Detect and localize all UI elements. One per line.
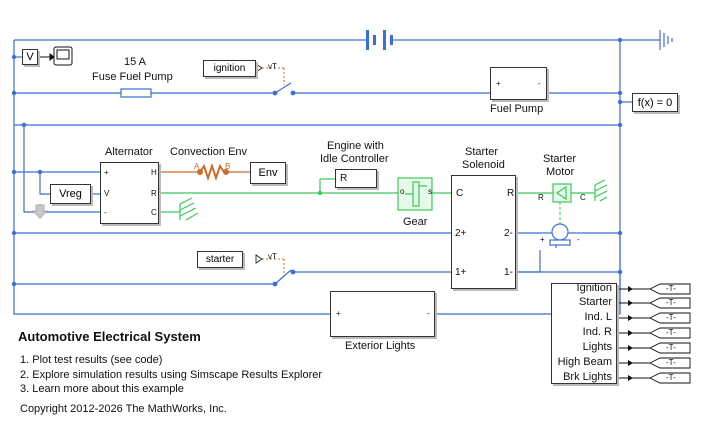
goto-tag-label: -T- (666, 343, 676, 352)
exterior-lights-block[interactable]: + - (330, 291, 435, 337)
conv-port-a: A (194, 162, 200, 171)
mech-reference-icon (179, 197, 199, 221)
alt-port-h: H (151, 168, 157, 177)
sol-port-1m: 1- (504, 267, 513, 278)
sol-port-c: C (456, 188, 464, 199)
note-2[interactable]: 2. Explore simulation results using Sims… (20, 369, 323, 381)
lights-minus: - (427, 309, 430, 318)
engine-port-r: R (340, 173, 348, 184)
signal-item: High Beam (557, 356, 612, 368)
voltmeter-block[interactable]: V (22, 49, 38, 65)
starter-motor-icon (540, 183, 580, 246)
fuse-name-label: Fuse Fuel Pump (92, 71, 173, 83)
fuel-pump-label: Fuel Pump (490, 103, 544, 115)
ignition-signal (262, 67, 285, 85)
wire-lights-left (13, 284, 330, 315)
fuel-pump-plus: + (496, 79, 501, 88)
copyright: Copyright 2012-2026 The MathWorks, Inc. (20, 403, 227, 415)
signal-item: Brk Lights (563, 371, 612, 383)
fuel-pump-block[interactable]: + - (490, 67, 547, 100)
alternator-label: Alternator (105, 146, 153, 158)
goto-tag-label: -T- (666, 284, 676, 293)
fuse-icon (120, 88, 152, 98)
starter-switch-vt: vT (268, 252, 277, 261)
signal-lines (617, 288, 650, 379)
goto-tag-label: -T- (666, 373, 676, 382)
ground-icon (659, 30, 673, 50)
sol-port-r: R (507, 188, 515, 199)
motor-port-minus: - (577, 235, 580, 244)
alt-port-v: V (104, 189, 110, 198)
wire-sol-1m (516, 250, 541, 273)
model-title: Automotive Electrical System (18, 329, 201, 344)
signal-arrow-heads (628, 286, 633, 381)
signal-item: Ignition (576, 282, 612, 294)
note-1[interactable]: 1. Plot test results (see code) (20, 354, 163, 366)
mech-reference-icon-2 (594, 179, 608, 202)
motor-label-2: Motor (546, 166, 575, 178)
ignition-switch-icon (272, 82, 296, 96)
solenoid-label-2: Solenoid (462, 159, 505, 171)
convection-icon (197, 162, 229, 182)
ignition-switch-vt: vT (268, 62, 277, 71)
gear-port-s: s (428, 187, 432, 196)
wire-vreg-in (39, 172, 50, 195)
sol-port-2p: 2+ (455, 228, 467, 239)
gear-icon (397, 177, 433, 211)
alt-port-r: R (151, 189, 157, 198)
engine-label-1: Engine with (327, 140, 384, 152)
alt-port-c: C (151, 208, 157, 217)
wire-alt-minus (23, 125, 100, 213)
sol-port-2m: 2- (504, 228, 513, 239)
goto-tag-label: -T- (666, 298, 676, 307)
battery-icon (360, 30, 400, 50)
starter-solenoid-block[interactable]: C R 2+ 2- 1+ 1- (451, 175, 516, 289)
gear-label: Gear (403, 216, 428, 228)
voltmeter-scope-wire (38, 53, 55, 61)
starter-input-block[interactable]: starter (197, 251, 243, 268)
signal-item: Ind. R (582, 326, 612, 338)
conv-port-b: B (225, 162, 231, 171)
note-3[interactable]: 3. Learn more about this example (20, 383, 184, 395)
goto-tag-label: -T- (666, 358, 676, 367)
motor-port-c: C (580, 193, 586, 202)
starter-signal (262, 258, 285, 276)
alt-port-minus: - (104, 208, 107, 217)
solver-config-block[interactable]: f(x) = 0 (632, 93, 678, 112)
signal-item: Lights (582, 341, 612, 353)
engine-label-2: Idle Controller (320, 153, 389, 165)
goto-tag-label: -T- (666, 313, 676, 322)
motor-port-r: R (538, 193, 544, 202)
alternator-block[interactable]: + V - H R C (100, 162, 159, 224)
signal-item: Starter (578, 296, 612, 308)
ignition-input-block[interactable]: ignition (203, 60, 256, 77)
vreg-block[interactable]: Vreg (50, 184, 91, 204)
solenoid-label-1: Starter (465, 146, 499, 158)
exterior-lights-label: Exterior Lights (345, 340, 416, 352)
motor-label-1: Starter (543, 153, 577, 165)
lights-plus: + (336, 309, 341, 318)
motor-port-plus: + (540, 235, 545, 244)
mechanical-wires (159, 178, 595, 213)
fuel-pump-minus: - (538, 79, 541, 88)
alt-port-plus: + (104, 168, 109, 177)
engine-block[interactable]: R (335, 169, 377, 188)
scope-icon (53, 46, 73, 66)
signal-item: Ind. L (584, 311, 612, 323)
thermal-port-arrow (32, 204, 48, 219)
env-block[interactable]: Env (250, 162, 286, 184)
goto-tags (648, 283, 691, 384)
starter-switch-icon (272, 269, 296, 287)
gear-port-o: o (400, 187, 405, 196)
fuse-rating-label: 15 A (124, 56, 147, 68)
convection-label: Convection Env (170, 146, 248, 158)
goto-tag-label: -T- (666, 328, 676, 337)
sol-port-1p: 1+ (455, 267, 467, 278)
